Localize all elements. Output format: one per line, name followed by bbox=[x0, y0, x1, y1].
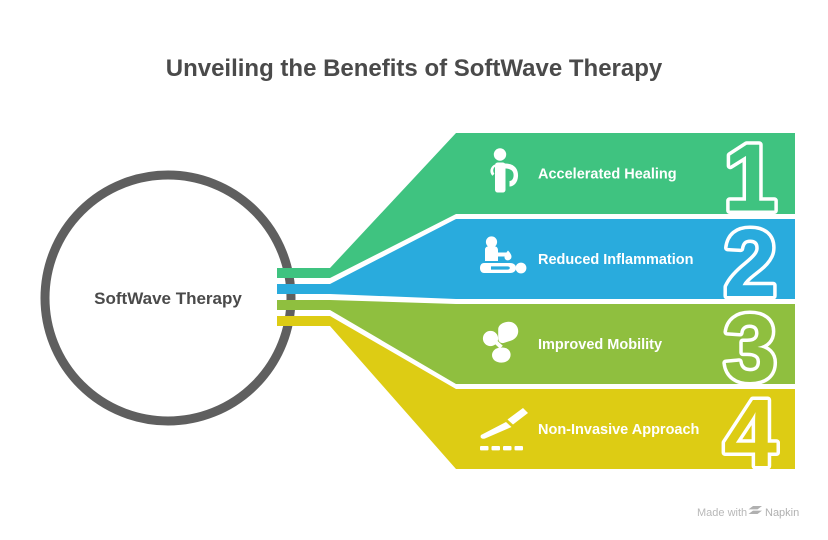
hub-circle bbox=[40, 170, 296, 426]
band-shape-2[interactable] bbox=[289, 219, 795, 299]
connector-stub-1 bbox=[277, 268, 307, 278]
napkin-chevrons-icon bbox=[748, 506, 762, 514]
band-number-1: 1 bbox=[724, 125, 777, 232]
benefit-band-3[interactable]: 3 Improved Mobility bbox=[482, 292, 781, 406]
band-label-1: Accelerated Healing bbox=[538, 167, 677, 183]
band-shape-4[interactable] bbox=[289, 316, 795, 469]
benefit-band-4[interactable]: 4 Non-Invasive Approach bbox=[480, 377, 781, 491]
band-label-3: Improved Mobility bbox=[538, 337, 662, 353]
joint-mobility-icon bbox=[482, 321, 519, 363]
band-shape-1[interactable] bbox=[289, 133, 795, 278]
band-label-4: Non-Invasive Approach bbox=[538, 422, 699, 438]
person-massage-icon bbox=[480, 236, 527, 274]
hub-label: SoftWave Therapy bbox=[94, 289, 242, 308]
bands-layer bbox=[289, 133, 795, 469]
band-shape-3[interactable] bbox=[289, 300, 795, 384]
band-number-2: 2 bbox=[724, 210, 777, 317]
band-number-3: 3 bbox=[724, 295, 777, 402]
benefit-band-1[interactable]: 1 Accelerated Healing bbox=[490, 121, 781, 235]
connector-stub-2 bbox=[277, 284, 307, 294]
footer-made-with-label: Made with bbox=[697, 507, 747, 519]
hub-node: SoftWave Therapy bbox=[40, 170, 296, 426]
benefit-band-2[interactable]: 2 Reduced Inflammation bbox=[480, 207, 781, 321]
connector-stubs-layer bbox=[277, 268, 307, 326]
scalpel-crossed-icon bbox=[480, 408, 528, 451]
page-title: Unveiling the Benefits of SoftWave Thera… bbox=[166, 55, 663, 82]
footer-credit: Made with Napkin bbox=[697, 506, 799, 519]
band-label-2: Reduced Inflammation bbox=[538, 252, 694, 268]
footer-brand-label: Napkin bbox=[765, 507, 799, 519]
person-healing-icon bbox=[490, 148, 519, 193]
connector-stub-3 bbox=[277, 300, 307, 310]
band-content-layer: 1 Accelerated Healing 2 Reduced Inflammatio… bbox=[480, 121, 781, 491]
connector-stub-4 bbox=[277, 316, 307, 326]
band-number-4: 4 bbox=[724, 380, 777, 487]
